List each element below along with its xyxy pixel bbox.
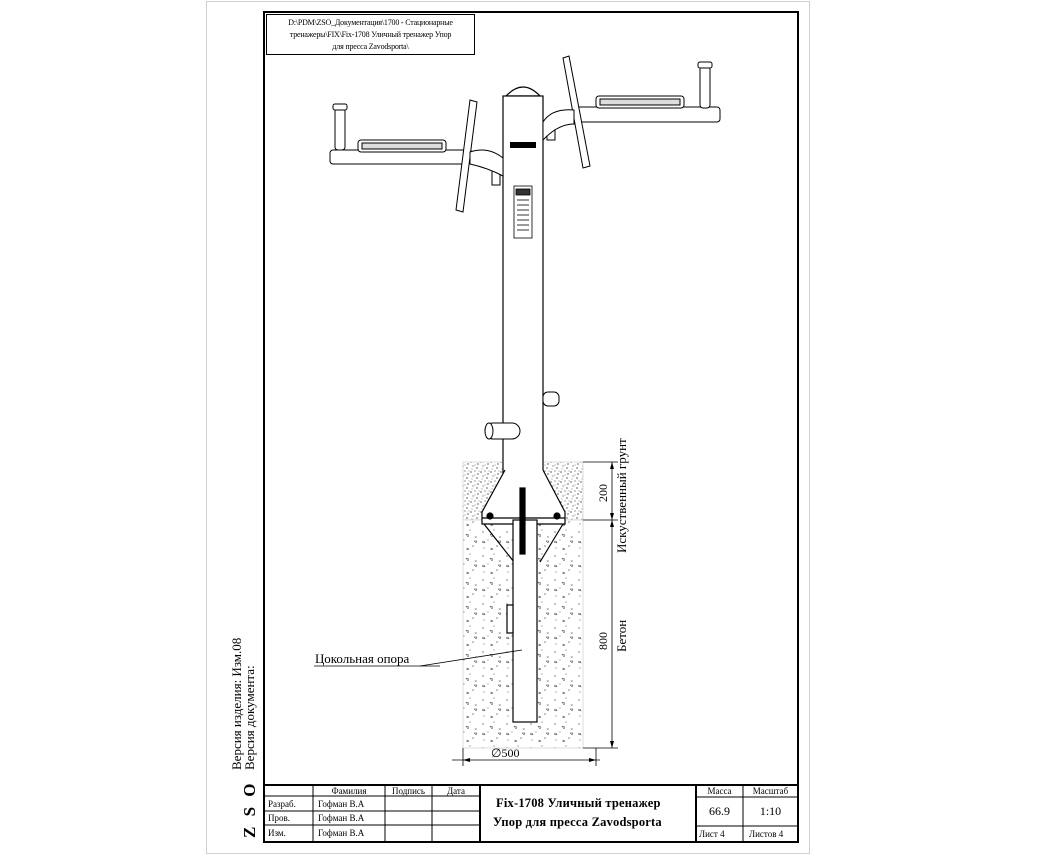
dimension-200: 200 (596, 484, 610, 502)
file-path-box: D:\PDM\ZSO_Документация\1700 - Стационар… (266, 14, 475, 55)
artificial-ground-label: Искуственный грунт (614, 438, 629, 553)
dimension-diameter-500: ∅500 (491, 746, 520, 760)
document-version: Версия документа: (242, 665, 257, 770)
info-panel (513, 185, 533, 239)
drawing-frame (263, 11, 799, 843)
dimension-lines (314, 461, 618, 766)
scale-label: Масштаб (752, 786, 789, 796)
sheet-number: Лист 4 (699, 829, 725, 839)
file-path-line: D:\PDM\ZSO_Документация\1700 - Стационар… (288, 18, 453, 27)
drawing-title-line1: Fix-1708 Уличный тренажер (496, 796, 661, 810)
mass-label: Масса (707, 786, 732, 796)
base-anchor (481, 469, 566, 723)
name-developer: Гофман В.А (318, 799, 365, 809)
foot-rests (484, 391, 560, 440)
signature-header: Подпись (391, 786, 426, 796)
mass-value: 66.9 (709, 804, 730, 818)
base-support-label: Цокольная опора (315, 651, 410, 666)
sheets-total: Листов 4 (749, 829, 784, 839)
dimension-arrows (463, 462, 614, 762)
role-checker: Пров. (268, 813, 290, 823)
version-block: Версия изделия: Изм.08 Версия документа: (229, 638, 257, 770)
date-header: Дата (447, 786, 465, 796)
post-label-plate (510, 142, 536, 148)
left-arm (329, 99, 504, 213)
role-change: Изм. (268, 828, 286, 838)
scale-value: 1:10 (759, 804, 782, 818)
drawing-title-line2: Упор для пресса Zavodsporta (493, 815, 662, 829)
name-checker: Гофман В.А (318, 813, 365, 823)
file-path-line: тренажеры\FIX\Fix-1708 Уличный тренажер … (289, 30, 452, 39)
role-developer: Разраб. (268, 799, 296, 809)
title-block-grid (264, 784, 798, 842)
file-path-line: для пресса Zavodsporta\ (332, 42, 409, 51)
dimension-800: 800 (596, 632, 610, 650)
main-post (502, 86, 544, 517)
concrete-label: Бетон (614, 619, 629, 652)
right-arm (542, 55, 721, 169)
sheet-border (206, 1, 810, 854)
surname-header: Фамилия (331, 786, 367, 796)
name-change: Гофман В.А (318, 828, 365, 838)
brand-logo: Z S O (240, 780, 259, 838)
